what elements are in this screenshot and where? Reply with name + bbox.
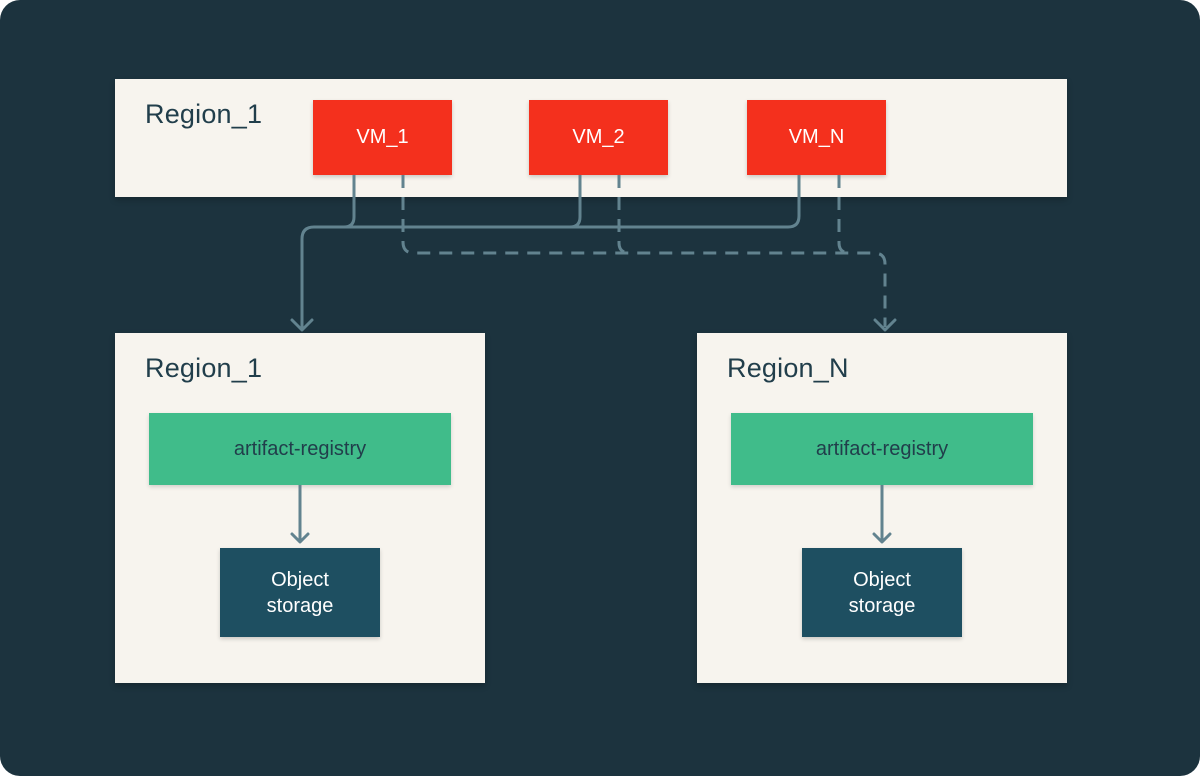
source-region-panel: Region_1 VM_1 VM_2 VM_N <box>115 79 1067 197</box>
artifact-registry-label: artifact-registry <box>233 437 367 460</box>
vm-node-1-label: VM_1 <box>356 126 409 148</box>
object-storage-node-region-1: Object storage <box>220 548 380 637</box>
edge-vmn-to-region1-solid <box>300 175 801 329</box>
vm-node-1: VM_1 <box>313 100 452 175</box>
vm-node-n-label: VM_N <box>788 126 845 148</box>
object-storage-node-region-n: Object storage <box>802 548 962 637</box>
target-region-n-title: Region_N <box>727 353 849 383</box>
target-region-n-panel: Region_N artifact-registry Object storag… <box>697 333 1067 683</box>
edge-vm1-to-regionn-dashed <box>401 175 887 327</box>
artifact-registry-node-region-1: artifact-registry <box>149 413 451 485</box>
arrowhead-region1-icon <box>290 318 314 332</box>
target-region-1-panel: Region_1 artifact-registry Object storag… <box>115 333 485 683</box>
object-storage-label: Object storage <box>848 568 916 617</box>
arrowhead-regionn-icon <box>873 318 897 332</box>
vm-node-2-label: VM_2 <box>572 126 625 148</box>
object-storage-label: Object storage <box>266 568 334 617</box>
vm-node-2: VM_2 <box>529 100 668 175</box>
source-region-title: Region_1 <box>145 99 263 129</box>
artifact-registry-label: artifact-registry <box>815 437 949 460</box>
artifact-registry-node-region-n: artifact-registry <box>731 413 1033 485</box>
target-region-1-title: Region_1 <box>145 353 263 383</box>
vm-node-n: VM_N <box>747 100 886 175</box>
